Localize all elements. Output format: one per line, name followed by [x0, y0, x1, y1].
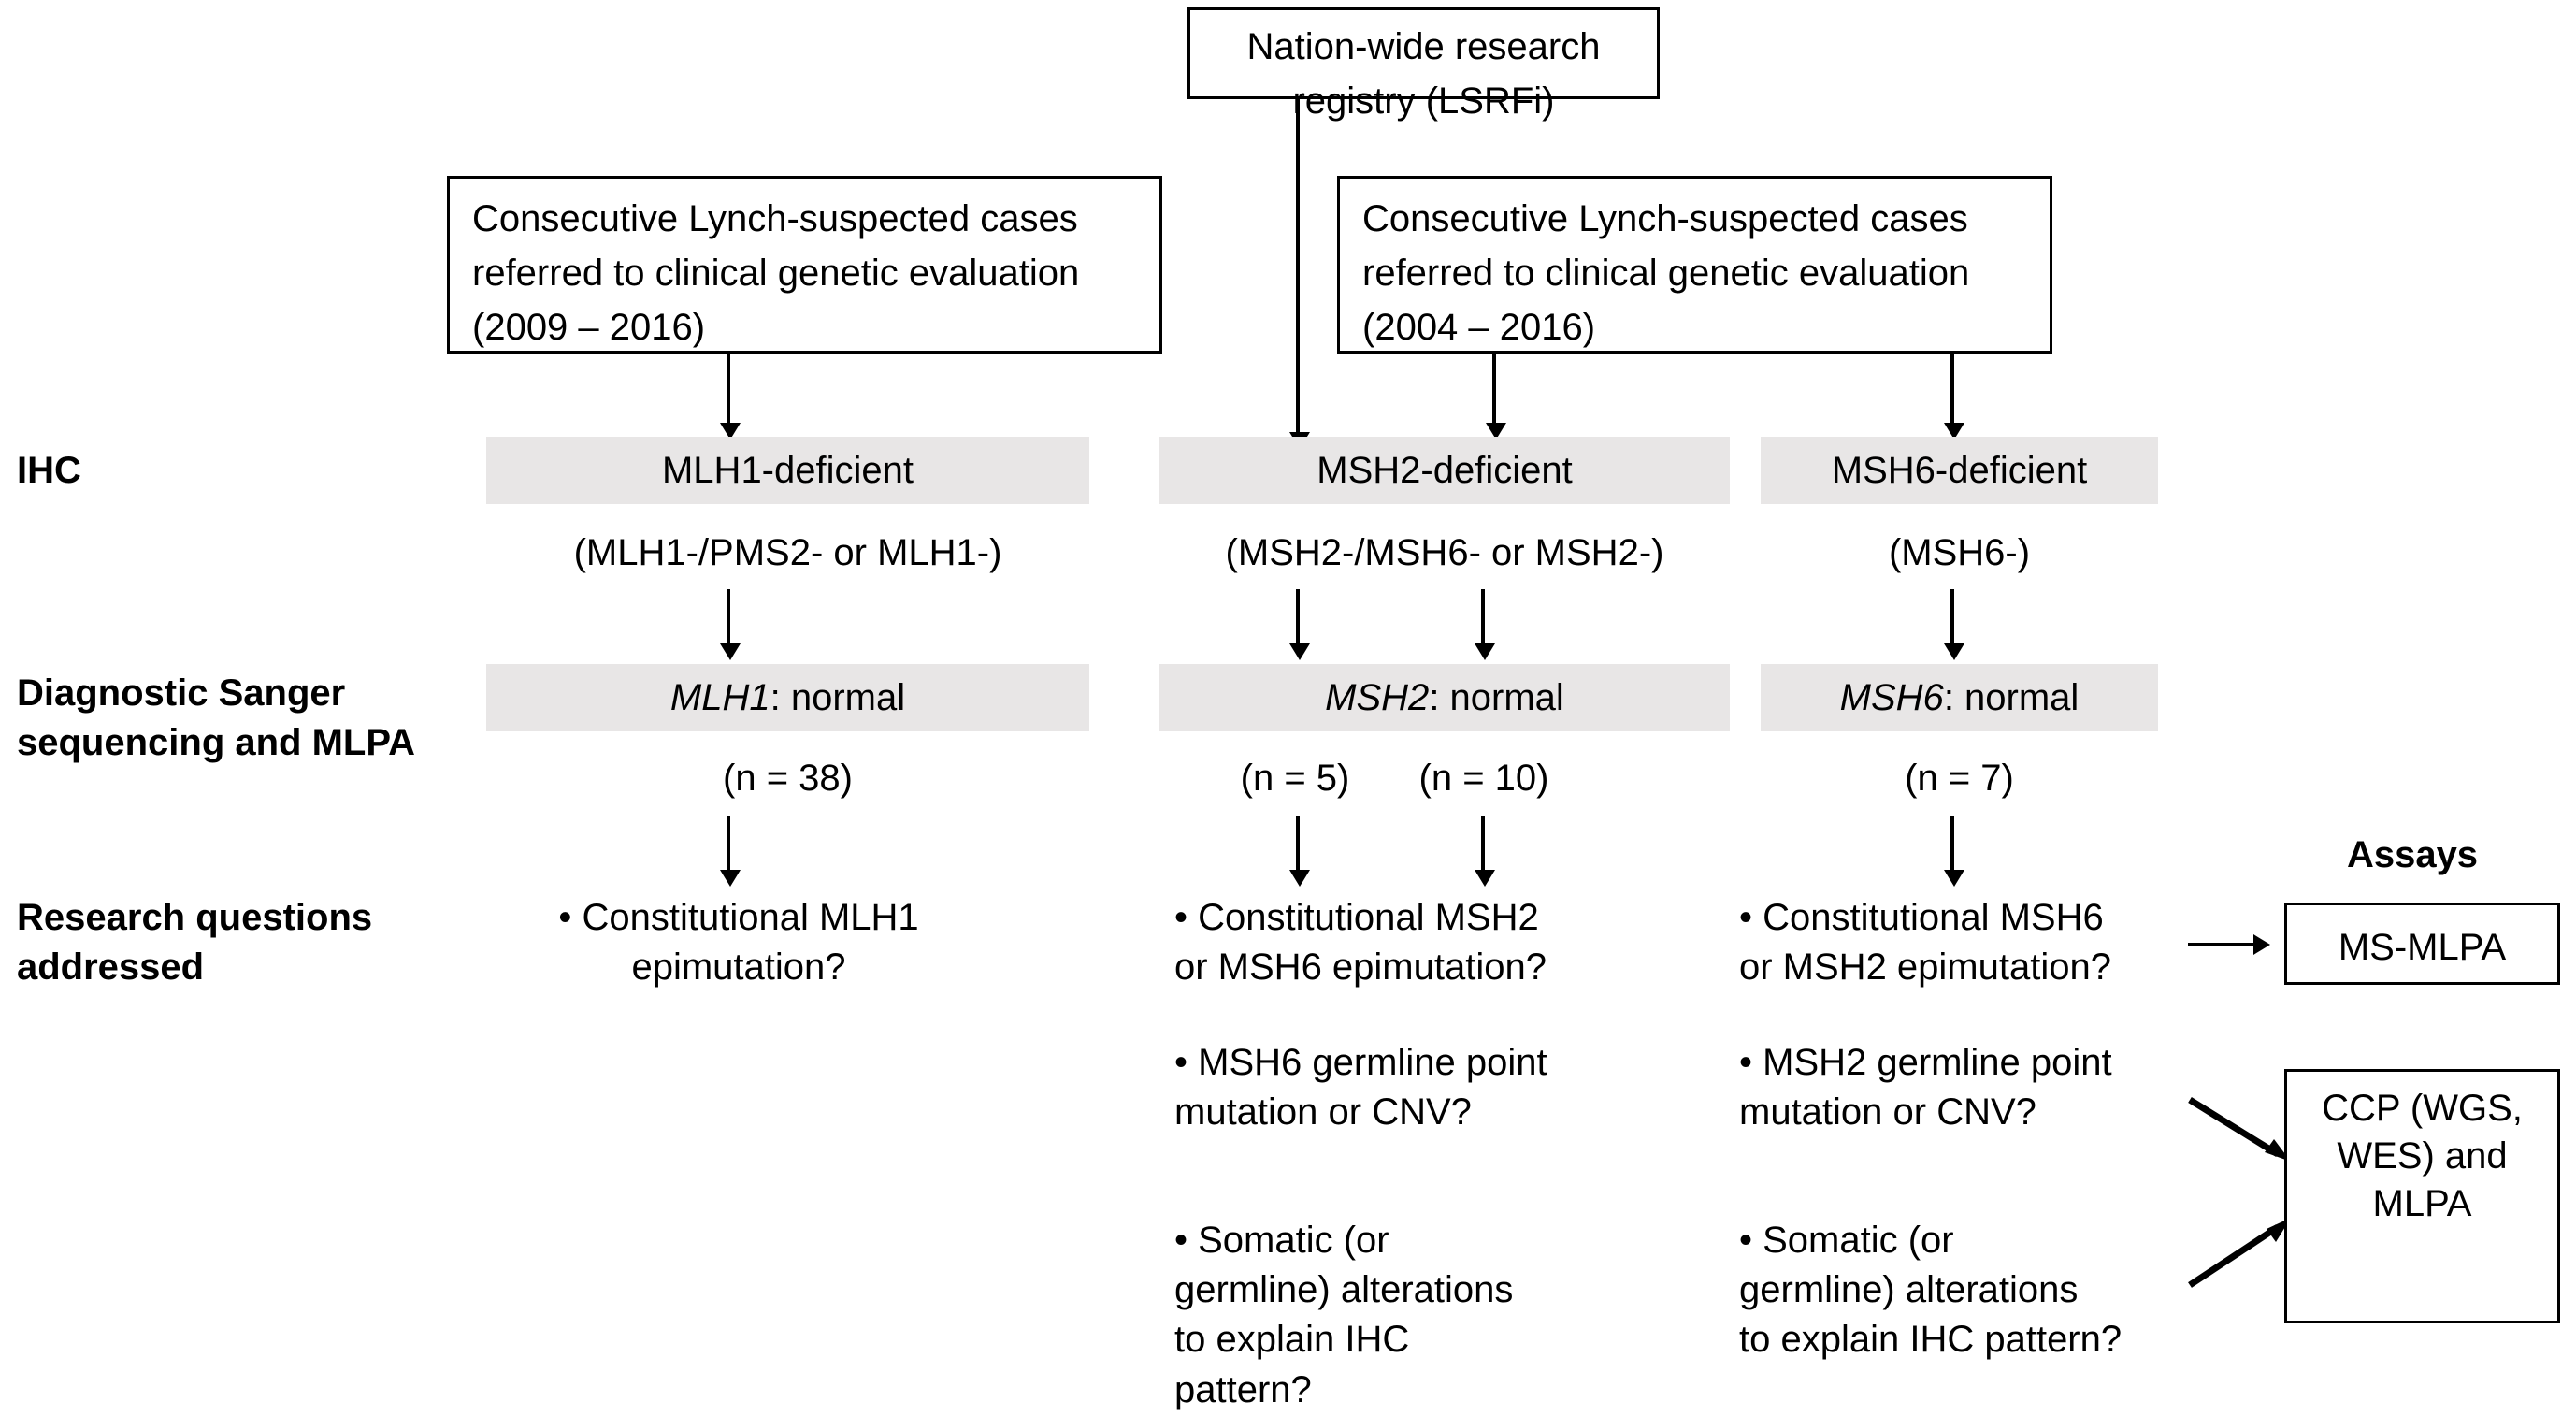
research-q-msh6-1: • Constitutional MSH6 or MSH2 epimutatio…: [1739, 897, 2111, 989]
connector-mlh1-sanger-to-research: [727, 816, 730, 877]
assay-box-ccp-label: CCP (WGS, WES) and MLPA: [2322, 1088, 2523, 1225]
arrowhead-msh6-to-msmlpa: [2253, 934, 2270, 955]
arrowhead-msh2-ihc-to-sanger-b: [1475, 643, 1495, 660]
sanger-count-mlh1: (n = 38): [723, 758, 853, 799]
connector-msh2-sanger-to-research-b: [1481, 816, 1485, 877]
sanger-box-mlh1-result: : normal: [770, 677, 906, 718]
arrowhead-cohortright-to-msh6: [1944, 423, 1964, 440]
row-label-ihc: IHC: [17, 450, 81, 491]
arrowhead-msh2-ihc-to-sanger-a: [1289, 643, 1310, 660]
sanger-box-msh2: MSH2: normal: [1159, 664, 1730, 731]
source-box-cohort-right: Consecutive Lynch-suspected cases referr…: [1337, 176, 2052, 354]
research-q-mlh1-1: • Constitutional MLH1 epimutation?: [558, 897, 919, 989]
sanger-box-msh6-result: : normal: [1943, 677, 2080, 718]
ihc-box-mlh1: MLH1-deficient: [486, 437, 1089, 504]
row-label-sanger: Diagnostic Sanger sequencing and MLPA: [17, 672, 415, 764]
sanger-box-mlh1: MLH1: normal: [486, 664, 1089, 731]
sanger-count-msh6: (n = 7): [1905, 758, 2014, 799]
ihc-box-msh2-label: MSH2-deficient: [1317, 450, 1573, 491]
sanger-count-msh2-a: (n = 5): [1240, 758, 1350, 799]
ihc-note-mlh1: (MLH1-/PMS2- or MLH1-): [573, 532, 1002, 573]
research-q-msh6-3: • Somatic (or germline) alterations to e…: [1739, 1220, 2123, 1361]
connector-msh6-sanger-to-research: [1950, 816, 1954, 877]
research-q-msh6-2: • MSH2 germline point mutation or CNV?: [1739, 1042, 2112, 1134]
sanger-box-msh2-result: : normal: [1429, 677, 1564, 718]
research-q-msh2-3: • Somatic (or germline) alterations to e…: [1174, 1220, 1514, 1410]
arrowhead-cohortleft-to-mlh1: [720, 423, 741, 440]
sanger-box-mlh1-gene: MLH1: [669, 677, 770, 718]
arrowhead-mlh1-sanger-to-research: [720, 870, 741, 887]
ihc-note-msh6: (MSH6-): [1888, 532, 2031, 573]
sanger-box-msh2-gene: MSH2: [1325, 677, 1430, 718]
connector-msh6-ihc-to-sanger: [1950, 589, 1954, 651]
ihc-box-msh2: MSH2-deficient: [1159, 437, 1730, 504]
ihc-box-msh6: MSH6-deficient: [1761, 437, 2158, 504]
connector-msh2-ihc-to-sanger-b: [1481, 589, 1485, 651]
row-label-assays: Assays: [2346, 834, 2479, 875]
source-cohort-left-text: Consecutive Lynch-suspected cases referr…: [472, 198, 1080, 348]
connector-cohortright-to-msh6: [1950, 354, 1954, 432]
source-box-registry: Nation-wide research registry (LSRFi): [1187, 7, 1660, 122]
arrowhead-msh2-sanger-to-research-b: [1475, 870, 1495, 887]
arrowhead-msh6-sanger-to-research: [1944, 870, 1964, 887]
row-label-research: Research questions addressed: [17, 897, 373, 989]
arrowhead-msh2-sanger-to-research-a: [1289, 870, 1310, 887]
research-q-msh2-1: • Constitutional MSH2 or MSH6 epimutatio…: [1174, 897, 1547, 989]
assay-box-ms-mlpa-label: MS-MLPA: [2338, 927, 2507, 968]
source-cohort-right-text: Consecutive Lynch-suspected cases referr…: [1362, 198, 1970, 348]
assay-box-ccp: CCP (WGS, WES) and MLPA: [2284, 1069, 2560, 1323]
ihc-box-mlh1-label: MLH1-deficient: [661, 450, 914, 491]
connector-msh2-sanger-to-research-a: [1296, 816, 1300, 877]
source-box-cohort-left: Consecutive Lynch-suspected cases referr…: [447, 176, 1162, 354]
arrowhead-mlh1-ihc-to-sanger: [720, 643, 741, 660]
connector-cohortleft-to-mlh1: [727, 354, 730, 432]
sanger-box-msh6: MSH6: normal: [1761, 664, 2158, 731]
ihc-note-msh2: (MSH2-/MSH6- or MSH2-): [1225, 532, 1664, 573]
connector-mlh1-ihc-to-sanger: [727, 589, 730, 651]
sanger-box-msh6-gene: MSH6: [1839, 677, 1944, 718]
arrowhead-msh6-ihc-to-sanger: [1944, 643, 1964, 660]
connector-registry-to-msh2: [1296, 99, 1300, 441]
connector-msh6-to-ccp-upper: [2188, 1097, 2291, 1162]
source-registry-text: Nation-wide research registry (LSRFi): [1246, 26, 1601, 122]
assay-box-ms-mlpa: MS-MLPA: [2284, 903, 2560, 985]
research-q-msh2-2: • MSH6 germline point mutation or CNV?: [1174, 1042, 1547, 1134]
connector-msh6-to-ccp-lower: [2188, 1218, 2291, 1288]
ihc-box-msh6-label: MSH6-deficient: [1831, 450, 2088, 491]
sanger-count-msh2-b: (n = 10): [1418, 758, 1549, 799]
connector-cohortright-to-msh2: [1492, 354, 1496, 432]
connector-msh2-ihc-to-sanger-a: [1296, 589, 1300, 651]
connector-msh6-to-msmlpa: [2188, 943, 2255, 946]
arrowhead-cohortright-to-msh2: [1486, 423, 1506, 440]
